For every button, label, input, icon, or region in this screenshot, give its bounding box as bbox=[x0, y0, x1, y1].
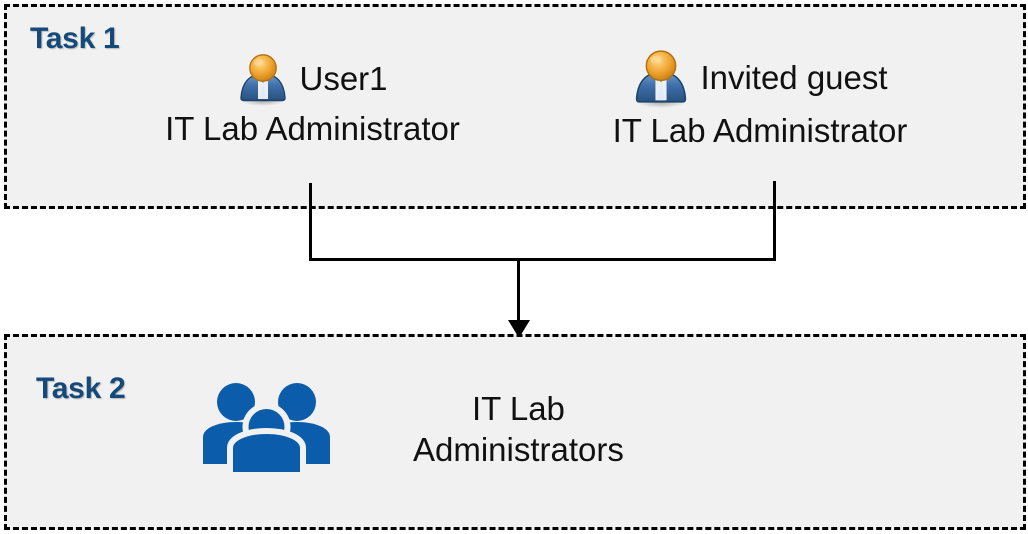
connector-line-down bbox=[517, 258, 520, 325]
person-invited-guest-row: Invited guest bbox=[565, 48, 955, 108]
group-name: IT Lab Administrators bbox=[413, 389, 624, 468]
user-icon bbox=[237, 52, 289, 106]
person-invited-guest-role: IT Lab Administrator bbox=[612, 112, 908, 149]
person-user1: User1 IT Lab Administrator bbox=[135, 52, 490, 149]
task-1-box bbox=[4, 4, 1026, 209]
arrow-down-icon bbox=[508, 320, 530, 338]
task-1-label: Task 1 bbox=[30, 22, 120, 55]
person-user1-row: User1 bbox=[135, 52, 490, 106]
connector-line-horizontal bbox=[309, 258, 776, 261]
person-invited-guest: Invited guest IT Lab Administrator bbox=[565, 48, 955, 151]
person-user1-role: IT Lab Administrator bbox=[165, 110, 460, 147]
user-icon bbox=[632, 48, 690, 108]
task-2-label: Task 2 bbox=[36, 372, 126, 405]
connector-line-right bbox=[773, 181, 776, 261]
group-block: IT Lab Administrators bbox=[200, 380, 820, 478]
people-group-icon bbox=[200, 380, 333, 478]
person-invited-guest-name: Invited guest bbox=[700, 58, 888, 96]
task-2-box bbox=[4, 334, 1026, 530]
person-user1-name: User1 bbox=[299, 59, 388, 97]
connector-line-left bbox=[309, 183, 312, 261]
